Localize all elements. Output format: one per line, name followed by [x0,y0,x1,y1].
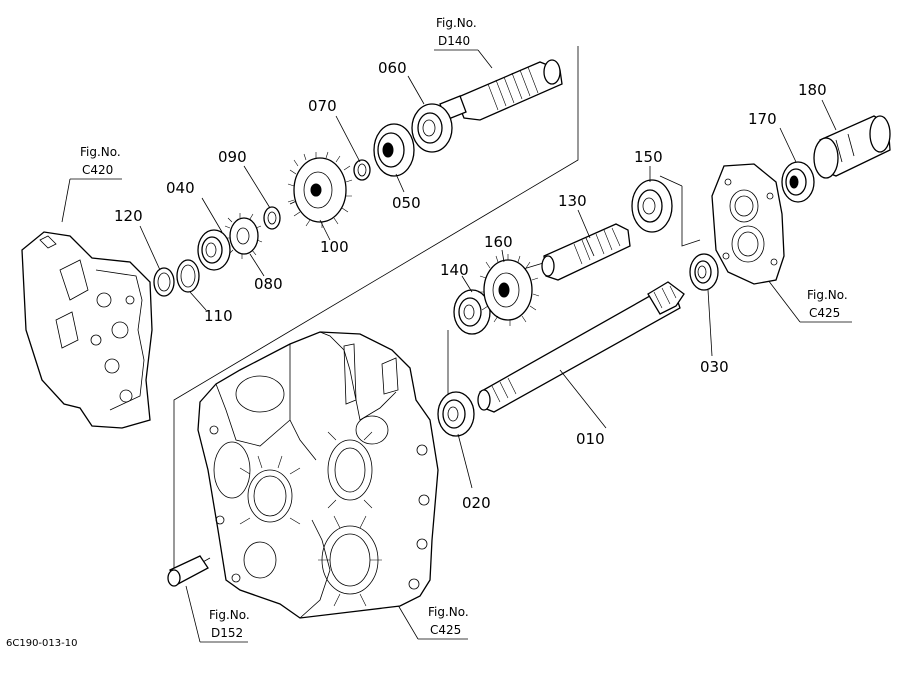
part-label-080: 080 [254,275,283,293]
svg-text:Fig.No.: Fig.No. [80,145,121,159]
part-label-140: 140 [440,261,469,279]
part-label-020: 020 [462,494,491,512]
part-label-170: 170 [748,110,777,128]
part-label-180: 180 [798,81,827,99]
part-160-gear [478,254,540,326]
fig-ref-c425-bottom: Fig.No. C425 [394,599,469,640]
input-shaft-d140 [439,59,563,121]
part-010-shaft [477,281,685,413]
part-100-gear [287,151,353,228]
sleeve-d152 [167,555,209,587]
cover-plate-c425 [711,163,785,285]
part-120-snap-ring [153,267,175,297]
leader-lines [139,75,837,489]
svg-text:Fig.No.: Fig.No. [436,16,477,30]
gear-case-c425 [197,331,439,619]
part-label-090: 090 [218,148,247,166]
svg-text:C425: C425 [430,623,461,637]
part-090-spacer [263,206,281,230]
part-label-050: 050 [392,194,421,212]
part-070-snap-ring [353,159,371,181]
part-020-bearing [437,391,475,437]
part-label-070: 070 [308,97,337,115]
part-label-120: 120 [114,207,143,225]
part-label-130: 130 [558,192,587,210]
svg-text:Fig.No.: Fig.No. [428,605,469,619]
part-150-bearing [631,179,673,233]
housing-c420 [21,231,153,429]
part-label-040: 040 [166,179,195,197]
svg-text:D152: D152 [211,626,243,640]
fig-ref-c420: Fig.No. C420 [61,145,122,223]
part-040-bearing [197,229,231,271]
part-label-030: 030 [700,358,729,376]
part-130-shaft [541,223,631,281]
part-050-bearing [373,123,415,177]
svg-text:D140: D140 [438,34,470,48]
svg-text:C420: C420 [82,163,113,177]
part-labels: 010 020 030 040 050 060 070 080 090 100 … [114,59,827,512]
part-label-160: 160 [484,233,513,251]
part-170-bearing [781,161,815,203]
part-030-bearing [689,253,719,291]
part-060-bearing [411,103,453,153]
part-label-110: 110 [204,307,233,325]
fig-ref-d152: Fig.No. D152 [185,585,250,643]
part-label-150: 150 [634,148,663,166]
part-180-cover [813,115,891,179]
part-label-060: 060 [378,59,407,77]
part-140-bearing [453,289,491,335]
diagram-code: 6C190-013-10 [6,638,77,649]
fig-ref-d140: Fig.No. D140 [434,16,493,69]
svg-text:Fig.No.: Fig.No. [807,288,848,302]
part-080-gear [224,213,263,259]
svg-text:Fig.No.: Fig.No. [209,608,250,622]
svg-text:C425: C425 [809,306,840,320]
part-label-100: 100 [320,238,349,256]
part-110-washer [176,259,200,293]
part-label-010: 010 [576,430,605,448]
fig-ref-c425-right: Fig.No. C425 [767,279,852,323]
